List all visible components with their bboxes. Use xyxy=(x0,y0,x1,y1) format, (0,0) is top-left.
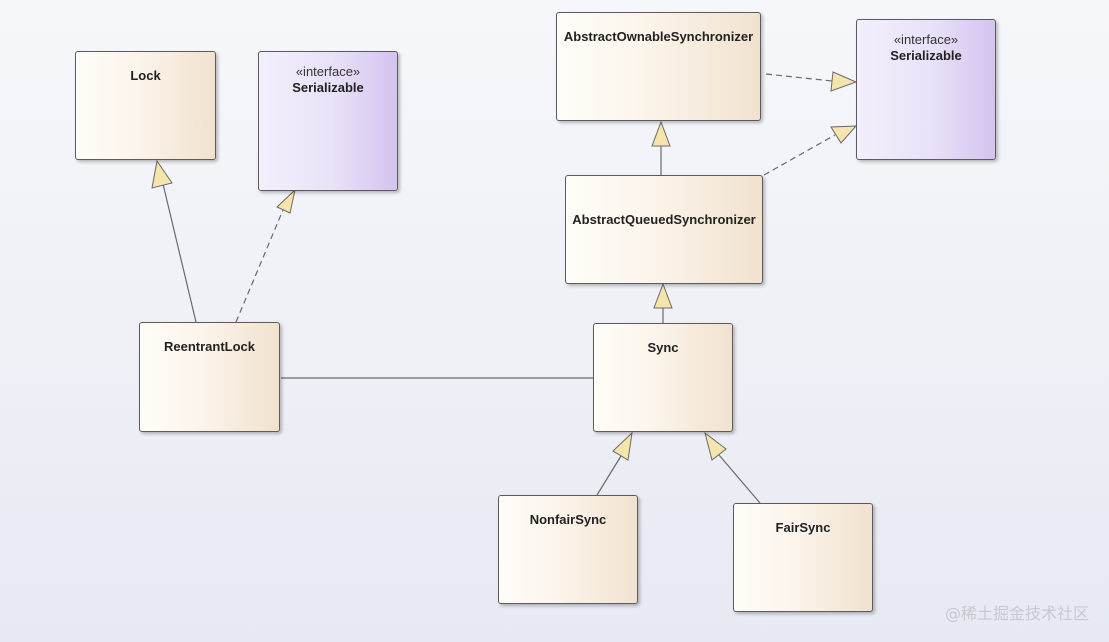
arrowhead-aqs xyxy=(653,282,673,309)
interface-name: Serializable xyxy=(890,48,962,63)
stereotype-label: «interface» xyxy=(295,64,361,79)
arrowhead-sync-2 xyxy=(704,431,727,461)
interface-name: Serializable xyxy=(292,80,364,95)
stereotype-label: «interface» xyxy=(893,32,959,47)
class-lock[interactable]: Lock xyxy=(75,51,216,160)
class-name: AbstractOwnableSynchronizer xyxy=(563,29,754,44)
edge-fairsync-sync xyxy=(718,454,761,504)
class-abstract-queued-synchronizer[interactable]: AbstractQueuedSynchronizer xyxy=(565,175,763,284)
class-sync[interactable]: Sync xyxy=(593,323,733,432)
class-name: NonfairSync xyxy=(529,512,607,527)
class-nonfairsync[interactable]: NonfairSync xyxy=(498,495,638,604)
interface-serializable-right[interactable]: «interface» Serializable xyxy=(856,19,996,160)
interface-serializable-left[interactable]: «interface» Serializable xyxy=(258,51,398,191)
class-name: Lock xyxy=(130,68,161,83)
arrowhead-serializable-right-2 xyxy=(830,125,858,144)
edge-reentrantlock-lock xyxy=(162,183,197,323)
class-name: AbstractQueuedSynchronizer xyxy=(572,212,756,227)
class-name: FairSync xyxy=(775,520,831,535)
class-reentrantlock[interactable]: ReentrantLock xyxy=(139,322,280,432)
class-name: ReentrantLock xyxy=(163,339,256,354)
watermark: @稀土掘金技术社区 xyxy=(944,604,1089,623)
class-abstract-ownable-synchronizer[interactable]: AbstractOwnableSynchronizer xyxy=(556,12,761,121)
edge-aqs-serializable xyxy=(763,134,836,176)
arrowhead-sync-1 xyxy=(612,431,633,461)
arrowhead-serializable-right-1 xyxy=(830,71,858,92)
arrowhead-lock xyxy=(151,159,173,189)
edge-reentrantlock-serializable xyxy=(235,209,284,323)
edge-aos-serializable xyxy=(765,73,833,82)
arrowhead-aos xyxy=(651,120,671,147)
class-name: Sync xyxy=(647,340,679,355)
class-fairsync[interactable]: FairSync xyxy=(733,503,873,612)
arrowhead-serializable-left xyxy=(276,188,296,214)
edge-nonfairsync-sync xyxy=(596,455,622,496)
